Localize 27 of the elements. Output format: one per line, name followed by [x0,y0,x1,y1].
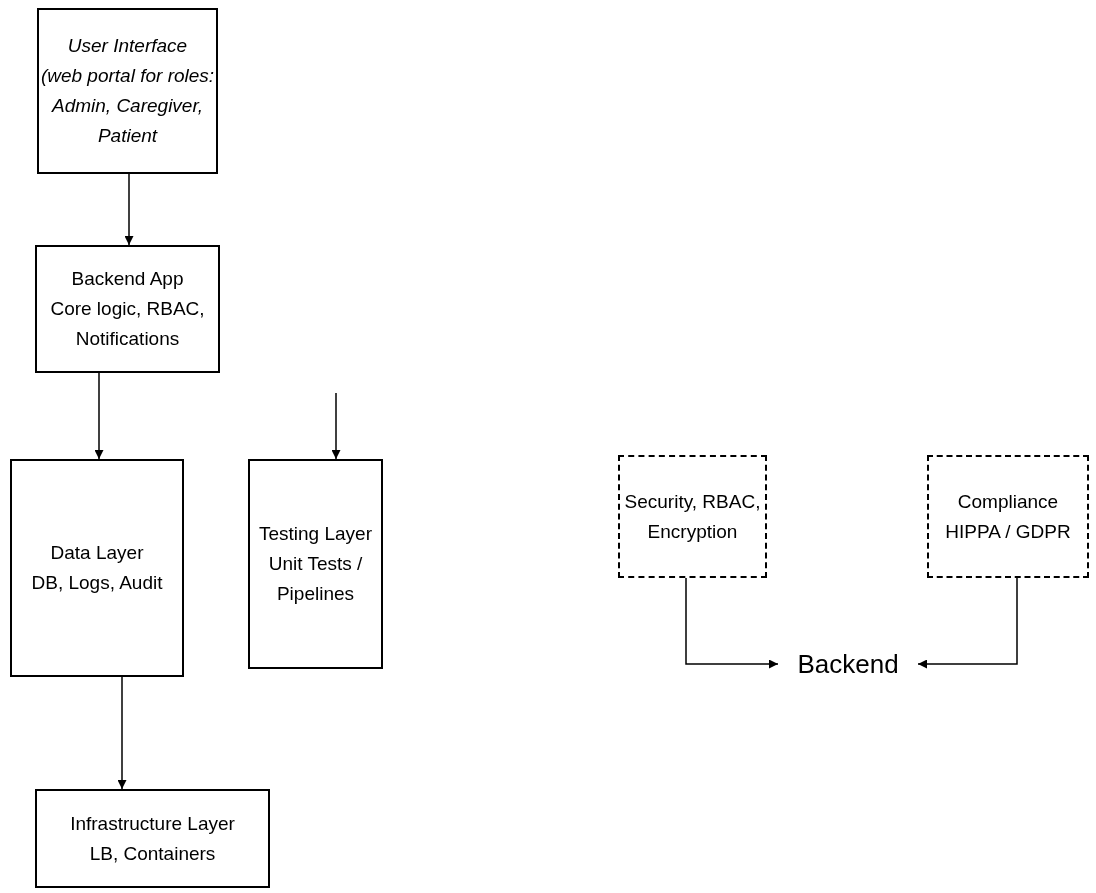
box-text: LB, Containers [89,841,216,866]
box-heading: Data Layer [50,541,144,565]
arrow [94,372,104,460]
process-box [35,789,270,888]
box-text: (web portal for roles: Admin, Caregiver, Patient [39,64,216,148]
process-box [248,459,383,669]
arrow [331,392,341,460]
box-heading: Compliance [957,489,1059,514]
arrow [917,577,1018,669]
box-heading: Testing Layer [259,522,372,546]
dashed-box [618,455,767,578]
dashed-box [927,455,1089,578]
box-heading: Backend App [71,267,184,291]
arrow [685,577,779,669]
box-text: HIPPA / GDPR [945,519,1071,544]
process-box [10,459,184,677]
box-heading: User Interface [67,34,188,58]
process-box [35,245,220,373]
arrow [117,676,127,790]
arrow [124,173,134,246]
box-heading: Infrastructure Layer [70,811,235,836]
box-text: Core logic, RBAC, Notifications [49,297,206,351]
box-text: Backend [797,649,899,679]
process-box [37,8,218,174]
box-text: Unit Tests / Pipelines [267,552,364,606]
box-text: Security, RBAC, Encryption [623,489,762,544]
box-text: DB, Logs, Audit [31,571,163,595]
